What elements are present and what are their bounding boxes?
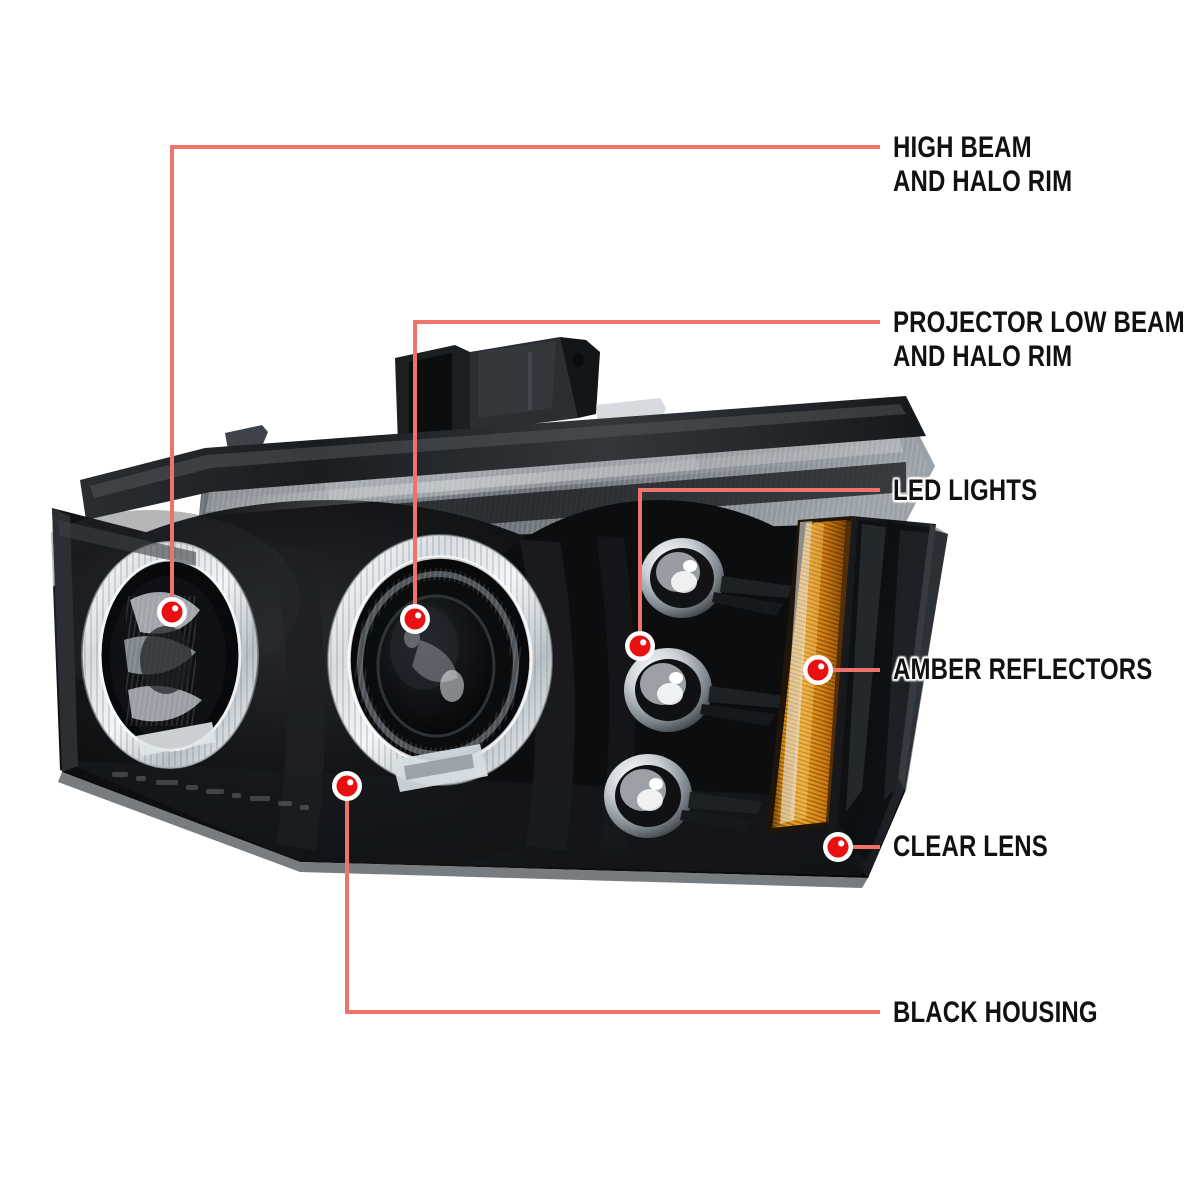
amber-edge-highlight <box>780 521 812 824</box>
callout-clear-lens-text: CLEAR LENS <box>893 830 1048 864</box>
callout-projector-low-beam-and-halo-rim-marker[interactable] <box>400 604 430 634</box>
callout-black-housing-line-1: BLACK HOUSING <box>893 996 1098 1029</box>
callout-amber-reflectors-text: AMBER REFLECTORS <box>893 653 1152 687</box>
housing-bottom-edge <box>58 772 868 888</box>
housing-embossed-text <box>112 772 309 810</box>
callout-black-housing-marker[interactable] <box>332 771 362 801</box>
callout-led-lights-line-1: LED LIGHTS <box>893 474 1038 507</box>
callout-high-beam-and-halo-rim-line-2: AND HALO RIM <box>893 165 1073 198</box>
lens-clip-left <box>225 425 268 450</box>
callout-high-beam-and-halo-rim-line-1: HIGH BEAM <box>893 131 1032 164</box>
callout-projector-low-beam-and-halo-rim-line-2: AND HALO RIM <box>893 340 1073 373</box>
callout-black-housing-text: BLACK HOUSING <box>893 996 1098 1030</box>
led-bulb-3 <box>604 754 762 838</box>
callout-clear-lens-line-1: CLEAR LENS <box>893 830 1048 863</box>
housing-left-edge <box>52 508 78 772</box>
callout-amber-reflectors-marker[interactable] <box>803 655 833 685</box>
callout-amber-reflectors-line-1: AMBER REFLECTORS <box>893 653 1153 686</box>
callout-led-lights-text: LED LIGHTS <box>893 474 1037 508</box>
callout-high-beam-and-halo-rim-marker[interactable] <box>157 597 187 627</box>
callout-led-lights-leader <box>638 488 880 637</box>
callout-projector-low-beam-and-halo-rim-leader <box>413 320 880 610</box>
led-lights-group <box>604 538 792 838</box>
headlight-assembly <box>50 337 948 888</box>
lens-top-shine <box>208 442 902 516</box>
callout-projector-low-beam-and-halo-rim-line-1: PROJECTOR LOW BEAM <box>893 306 1185 339</box>
callout-clear-lens-marker[interactable] <box>823 832 853 862</box>
right-corner-bezel <box>828 516 948 878</box>
led-bulb-1 <box>640 538 792 618</box>
high-beam-halo-ring <box>81 541 259 769</box>
led-bulb-2 <box>624 648 784 732</box>
callout-high-beam-and-halo-rim-leader <box>170 145 880 603</box>
callout-black-housing-leader <box>345 795 880 1014</box>
callout-led-lights-marker[interactable] <box>625 631 655 661</box>
